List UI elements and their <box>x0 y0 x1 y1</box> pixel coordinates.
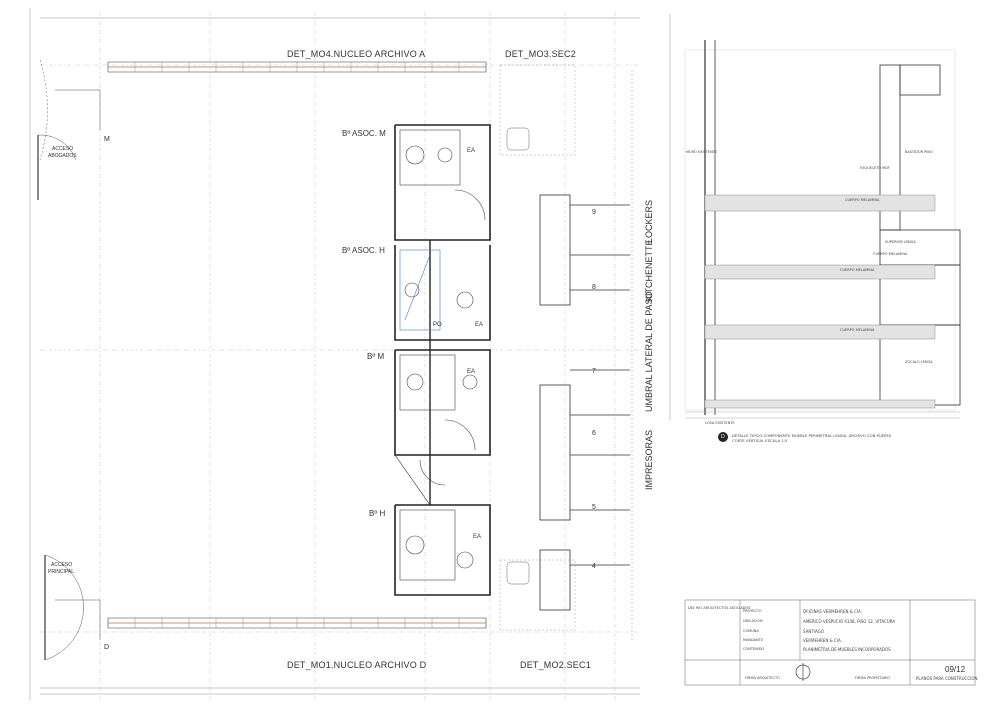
detail-label: CUERPO MELAMINA <box>873 252 908 256</box>
fixture-tag: EA <box>467 148 476 154</box>
tb-key: CONTENIDO <box>743 647 765 651</box>
fixture-tag: PO <box>433 322 442 328</box>
sheet-caption: PLANOS PARA CONSTRUCCION <box>916 676 978 681</box>
tb-value: VERMEHREN & CIA. <box>803 638 842 643</box>
locker-number: 7 <box>592 368 596 375</box>
detail-label: CUERPO MELAMINA <box>840 268 875 272</box>
vertical-label-impresoras: IMPRESORAS <box>644 429 654 490</box>
access-label: ACCESO <box>52 146 74 152</box>
room-label: Bº H <box>369 509 386 518</box>
room-label: Bº ASOC. H <box>342 246 385 255</box>
title-bottom-left: DET_MO1.NUCLEO ARCHIVO D <box>287 660 427 670</box>
vertical-label-umbral: UMBRAL LATERAL DE PASO <box>644 291 654 412</box>
fixture-tag: EA <box>473 534 482 540</box>
detail-label: SUPERIOR LENGA <box>885 240 916 244</box>
sign-architect: FIRMA ARQUITECTO <box>745 676 780 680</box>
detail-label: CUERPO MELAMINA <box>840 328 875 332</box>
tb-value: PLANIMETRIA DE MUEBLES INCORPORADOS <box>803 647 891 652</box>
sheet-number: 09/12 <box>945 665 966 674</box>
tb-key: COMUNA <box>743 629 759 633</box>
tb-value: OFICINAS VERMEHREN & CIA. <box>803 609 863 614</box>
detail-label: MURO EXISTENTE <box>686 150 718 154</box>
access-label: ACCESO <box>51 562 73 568</box>
tb-key: UBICACION <box>743 619 763 623</box>
detail-label: ZOCALO LENGA <box>905 360 933 364</box>
detail-label: CUERPO MELAMINA <box>845 198 880 202</box>
tb-key: MANDANTE <box>743 638 764 642</box>
detail-label: LOSA EXISTENTE <box>705 421 735 425</box>
sign-owner: FIRMA PROPIETARIO <box>855 676 891 680</box>
architect-name: DEL RIO ARQUITECTOS ASOCIADOS <box>688 606 751 610</box>
marker-m: M <box>104 136 110 143</box>
locker-number: 9 <box>592 209 596 216</box>
detail-subtitle: CORTE VERTICAL ESCALA 1:5 <box>732 438 788 443</box>
tb-key: PROYECTO <box>743 609 762 613</box>
room-label: Bº M <box>367 352 385 361</box>
vertical-label-lockers: LOCKERS <box>644 199 654 243</box>
marker-d: D <box>104 644 110 651</box>
access-label: ABOGADOS <box>48 153 77 159</box>
fixture-tag: EA <box>475 322 484 328</box>
detail-number: D <box>721 434 725 440</box>
locker-number: 4 <box>592 563 596 570</box>
locker-number: 5 <box>592 504 596 511</box>
title-top-right: DET_MO3.SEC2 <box>505 49 576 59</box>
detail-label: ESQUELETO MDF <box>860 166 890 170</box>
locker-number: 6 <box>592 430 596 437</box>
tb-value: AMERICO VESPUCIO 4148, PISO 12, VITACURA <box>803 619 896 624</box>
tb-value: SANTIAGO <box>803 629 824 634</box>
detail-label: BASTIDOR PINO <box>905 150 933 154</box>
locker-number: 8 <box>592 284 596 291</box>
title-top-left: DET_MO4.NUCLEO ARCHIVO A <box>287 49 426 59</box>
fixture-tag: EA <box>467 369 476 375</box>
title-bottom-right: DET_MO2.SEC1 <box>520 660 591 670</box>
detail-title: DETALLE TIPICO COMPONENTE MUEBLE PERIMET… <box>732 433 892 438</box>
room-label: Bº ASOC. M <box>342 129 386 138</box>
access-label: PRINCIPAL <box>48 569 75 575</box>
